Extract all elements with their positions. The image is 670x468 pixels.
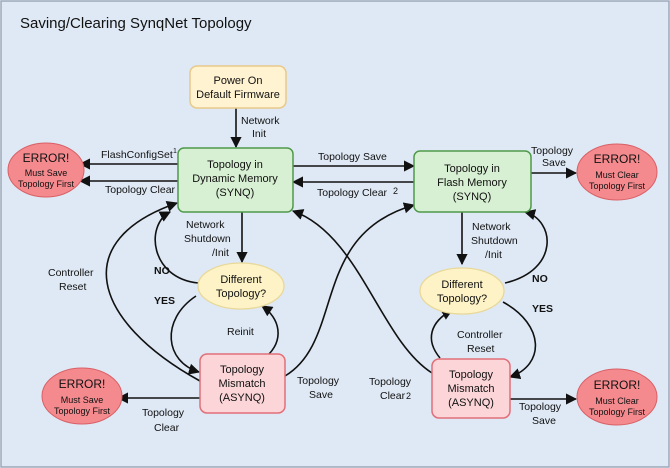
- error-br-line2: Must Clear: [595, 396, 639, 406]
- label-controller-reset-right-1: Controller: [457, 329, 503, 341]
- label-topology-save-tr-2: Save: [542, 157, 566, 169]
- error-br-title: ERROR!: [594, 378, 641, 392]
- label-shutdown-right-1: Network: [472, 221, 511, 233]
- label-init: Init: [252, 128, 266, 140]
- arrows: [78, 108, 578, 405]
- power-on-line2: Default Firmware: [196, 89, 280, 101]
- error-tr-line3: Topology First: [589, 181, 646, 191]
- mismatch-right-line3: (ASYNQ): [448, 397, 494, 409]
- label-shutdown-left-2: Shutdown: [184, 233, 231, 245]
- decision-right: [419, 267, 505, 315]
- error-br-line3: Topology First: [589, 407, 646, 417]
- mismatch-left-line2: Mismatch: [218, 378, 265, 390]
- footnote-2: 2: [393, 186, 398, 196]
- mismatch-right-line1: Topology: [449, 369, 494, 381]
- label-shutdown-left-1: Network: [186, 219, 225, 231]
- arrow-yes-right: [502, 301, 537, 380]
- flash-line2: Flash Memory: [437, 177, 507, 189]
- label-topology-clear-bl-2: Clear: [154, 422, 180, 434]
- flash-memory-box: [413, 150, 532, 213]
- decision-left-line1: Different: [220, 274, 261, 286]
- error-bottom-left: [41, 367, 123, 425]
- error-tl-line3: Topology First: [18, 179, 75, 189]
- dynamic-line3: (SYNQ): [216, 187, 255, 199]
- error-tl-title: ERROR!: [23, 151, 70, 165]
- mismatch-left-box: [199, 353, 286, 414]
- diagram-title: Saving/Clearing SynqNet Topology: [20, 15, 252, 32]
- arrow-topology-clear-br: [291, 209, 433, 374]
- label-controller-reset-left-1: Controller: [48, 267, 94, 279]
- label-network: Network: [241, 115, 280, 127]
- edge-labels: Network Init FlashConfigSet 1 Topology C…: [48, 115, 574, 434]
- label-topology-clear-mid: Topology Clear: [317, 187, 388, 199]
- label-controller-reset-left-2: Reset: [59, 281, 87, 293]
- label-yes-right: YES: [532, 303, 553, 315]
- error-bl-line3: Topology First: [54, 406, 111, 416]
- label-topology-clear-br-2: Clear: [380, 390, 406, 402]
- label-topology-save-br-1: Topology: [519, 401, 562, 413]
- error-top-right: [576, 143, 658, 201]
- flash-line3: (SYNQ): [453, 191, 492, 203]
- arrow-no-right: [504, 209, 548, 284]
- arrow-reinit: [261, 305, 279, 358]
- power-on-line1: Power On: [214, 75, 263, 87]
- label-topology-clear-tl: Topology Clear: [105, 184, 176, 196]
- label-topology-clear-bl-1: Topology: [142, 407, 185, 419]
- label-shutdown-right-3: /Init: [485, 249, 502, 261]
- label-yes-left: YES: [154, 295, 175, 307]
- label-topology-save-br-2: Save: [532, 415, 556, 427]
- label-topology-save-mid: Topology Save: [318, 151, 387, 163]
- label-controller-reset-right-2: Reset: [467, 343, 495, 355]
- decision-left-line2: Topology?: [216, 288, 266, 300]
- arrow-yes-left: [170, 295, 201, 375]
- label-flashconfigset: FlashConfigSet: [101, 149, 173, 161]
- arrow-topology-save-bl: [284, 202, 416, 377]
- decision-right-line2: Topology?: [437, 293, 487, 305]
- label-no-right: NO: [532, 273, 548, 285]
- label-reinit: Reinit: [227, 326, 254, 338]
- label-no-left: NO: [154, 265, 170, 277]
- error-bl-title: ERROR!: [59, 377, 106, 391]
- arrow-no-left: [154, 211, 199, 284]
- label-shutdown-left-3: /Init: [212, 247, 229, 259]
- footnote-1: 1: [173, 148, 177, 155]
- decision-right-line1: Different: [441, 279, 482, 291]
- flash-line1: Topology in: [444, 163, 500, 175]
- dynamic-line2: Dynamic Memory: [192, 173, 278, 185]
- mismatch-left-line3: (ASYNQ): [219, 392, 265, 404]
- power-on-box: [189, 65, 287, 109]
- dynamic-line1: Topology in: [207, 159, 263, 171]
- mismatch-right-box: [431, 358, 511, 419]
- footnote-2b: 2: [406, 391, 411, 401]
- label-topology-save-bl-2: Save: [309, 389, 333, 401]
- label-topology-clear-br-1: Topology: [369, 376, 412, 388]
- error-tr-line2: Must Clear: [595, 170, 639, 180]
- error-tr-title: ERROR!: [594, 152, 641, 166]
- error-bottom-right: [576, 368, 658, 426]
- decision-left: [197, 262, 285, 310]
- dynamic-memory-box: [177, 147, 294, 213]
- label-topology-save-bl-1: Topology: [297, 375, 340, 387]
- mismatch-right-line2: Mismatch: [447, 383, 494, 395]
- arrow-controller-reset-right: [430, 309, 453, 359]
- label-shutdown-right-2: Shutdown: [471, 235, 518, 247]
- mismatch-left-line1: Topology: [220, 364, 265, 376]
- error-bl-line2: Must Save: [61, 395, 104, 405]
- error-top-left: [7, 142, 85, 198]
- error-tl-line2: Must Save: [25, 168, 68, 178]
- label-topology-save-tr-1: Topology: [531, 145, 574, 157]
- arrow-controller-reset-left: [105, 201, 201, 382]
